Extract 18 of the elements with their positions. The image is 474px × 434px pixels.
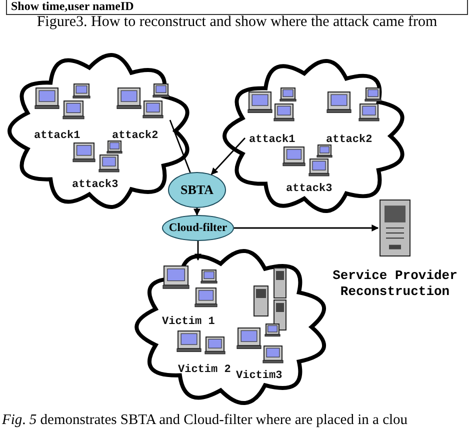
arrow [234,224,379,232]
ellipse-node: Cloud-filter [162,215,234,241]
body-text: Fig. 5 demonstrates SBTA and Cloud-filter where are placed in a clou [2,411,409,430]
figure-caption: Figure3. How to reconstruct and show where the attack came from [36,13,438,32]
computer-label: attack3 [286,183,332,195]
computer-label: Victim 2 [178,364,231,376]
computer-label: Victim 1 [162,316,215,328]
computer-label: Victim3 [236,370,282,382]
arrow [194,208,200,216]
computer-label: attack2 [326,134,372,146]
computer-label: attack2 [112,130,158,142]
server-caption: Service Provider Reconstruction [332,268,458,300]
arrow [194,241,202,261]
ellipse-node: SBTA [168,172,226,208]
computer-label: attack1 [34,130,80,142]
computer-label: attack1 [249,134,296,146]
header-note: Show time,user nameID [6,0,468,15]
computer-label: attack3 [72,179,118,191]
